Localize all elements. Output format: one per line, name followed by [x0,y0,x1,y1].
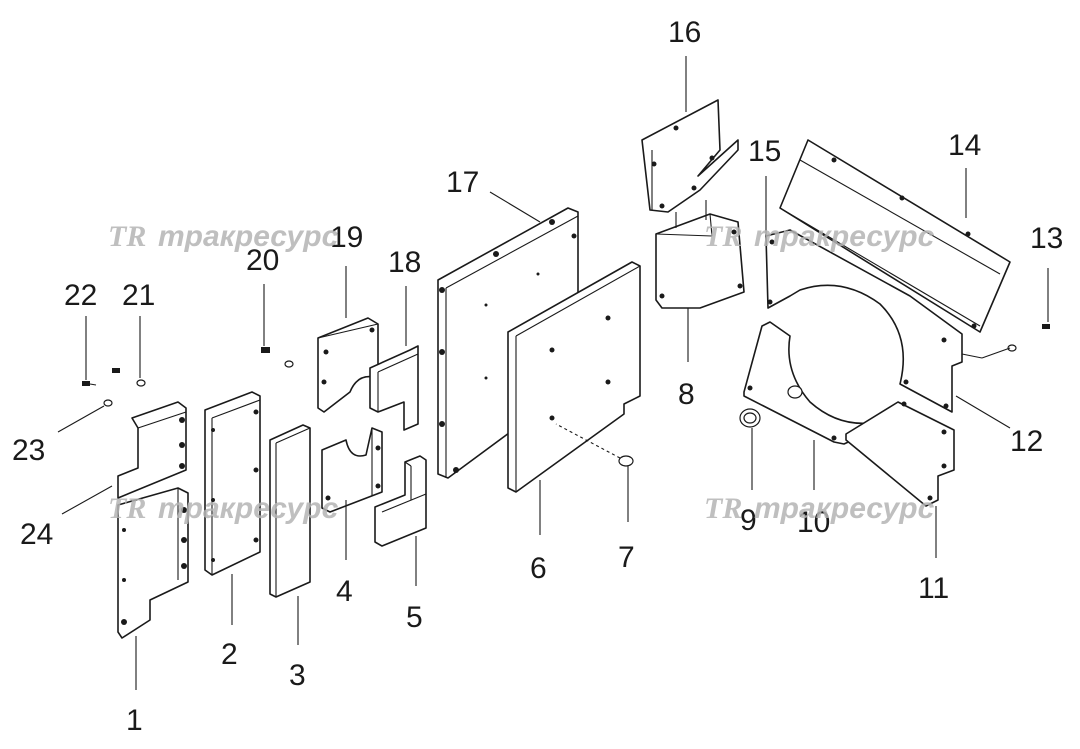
callout-15: 15 [748,135,781,168]
part-3-foam-block [269,424,311,598]
callout-14: 14 [948,129,981,162]
watermark-bottom-left: TR тракресурс [108,492,339,525]
callout-24: 24 [20,518,53,551]
part-18-upper-block [369,345,419,431]
part-11-lower-plate [845,401,955,507]
callout-18: 18 [388,246,421,279]
callout-11: 11 [918,572,949,605]
callout-9: 9 [740,504,757,537]
callout-16: 16 [668,16,701,49]
part-13-bolt [961,324,1050,359]
watermark-bottom-right: TR тракресурс [704,492,935,525]
watermark-text: тракресурс [754,492,935,525]
part-23-washer [103,368,120,407]
callout-3: 3 [289,659,306,692]
watermark-logo-icon: TR [108,220,146,253]
watermark-logo-icon: TR [704,492,742,525]
callout-10: 10 [797,506,830,539]
watermark-top-right: TR тракресурс [704,220,935,253]
callout-13: 13 [1030,222,1063,255]
callout-5: 5 [406,601,423,634]
part-14-top-cover [779,139,1011,333]
callout-21: 21 [122,279,155,312]
callout-6: 6 [530,552,547,585]
part-4-notched-bracket [321,427,383,513]
watermark-logo-icon: TR [704,220,742,253]
callout-labels: 1 2 3 4 5 6 7 8 9 10 11 12 13 14 15 16 1… [12,16,1063,737]
part-8-mid-bracket [655,200,745,309]
callout-7: 7 [618,541,635,574]
watermark-text: тракресурс [754,220,935,253]
part-15-upper-shroud [765,229,963,413]
callout-20: 20 [246,244,279,277]
part-21-washer [136,379,146,387]
callout-2: 2 [221,638,238,671]
part-16-top-bracket [641,99,739,213]
callout-1: 1 [126,704,143,737]
watermark-top-left: TR тракресурс [108,220,339,253]
callout-22: 22 [64,279,97,312]
part-19-upper-bracket [317,317,379,413]
callout-23: 23 [12,434,45,467]
part-9-o-ring [739,408,761,428]
callout-4: 4 [336,575,353,608]
watermark-text: тракресурс [158,220,339,253]
part-22-bolt [82,381,97,386]
callout-19: 19 [330,221,363,254]
part-1-lower-plate [117,487,189,639]
part-5-l-block [374,455,427,547]
part-7-bolt [555,423,634,467]
part-20-bolt [261,347,294,368]
watermark-text: тракресурс [158,492,339,525]
callout-8: 8 [678,378,695,411]
part-2-strip-panel [204,391,261,576]
callout-17: 17 [446,166,479,199]
watermark-logo-icon: TR [108,492,146,525]
callout-12: 12 [1010,425,1043,458]
part-24-upper-bracket [117,401,187,499]
leader-lines [57,56,1049,690]
part-6-foam-panel [507,261,641,493]
